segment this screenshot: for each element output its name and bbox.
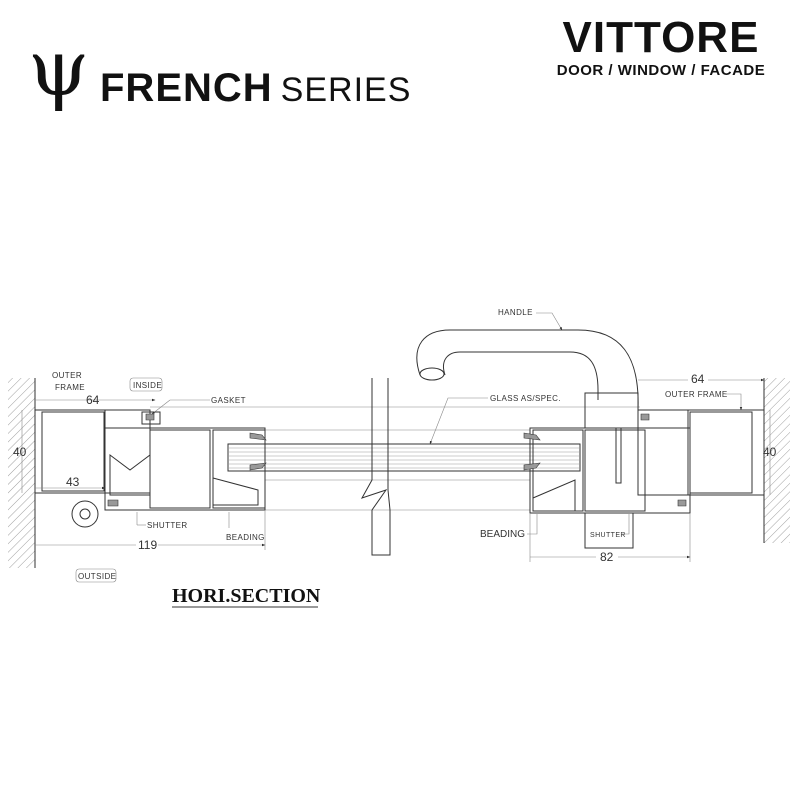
- dim-left-inner: 43: [66, 475, 80, 489]
- label-inside: INSIDE: [133, 381, 162, 390]
- label-outer-frame-right: OUTER FRAME: [665, 390, 728, 399]
- label-handle: HANDLE: [498, 308, 533, 317]
- door-handle: [416, 329, 639, 429]
- dim-left-height: 40: [13, 445, 27, 459]
- left-wall-hatch: [8, 378, 35, 568]
- brand-psi-logo: ψ: [28, 24, 90, 114]
- left-shutter-profile: [71, 427, 267, 528]
- label-gasket: GASKET: [211, 396, 246, 405]
- label-glass: GLASS AS/SPEC.: [490, 394, 561, 403]
- dim-left-total: 119: [138, 538, 157, 552]
- brand-name: VITTORE: [562, 13, 760, 62]
- label-beading-right: BEADING: [480, 529, 525, 540]
- label-outer-frame-1: OUTER: [52, 371, 82, 380]
- label-shutter-right: SHUTTER: [590, 532, 626, 539]
- right-outer-frame: [637, 409, 765, 507]
- break-line: [360, 378, 391, 556]
- left-outer-frame: [34, 409, 161, 494]
- left-dimensions: 64 40 43 119: [13, 393, 266, 552]
- label-outside: OUTSIDE: [78, 572, 116, 581]
- right-wall-hatch: [764, 378, 790, 543]
- dim-left-width: 64: [86, 393, 100, 407]
- series-suffix: SERIES: [280, 71, 412, 109]
- right-shutter-profile: [523, 427, 691, 549]
- right-dimensions: 64 40 82: [529, 372, 777, 564]
- brand-tagline: DOOR / WINDOW / FACADE: [556, 62, 766, 79]
- label-beading-left: BEADING: [226, 533, 265, 542]
- section-title: HORI.SECTION: [172, 585, 321, 607]
- gasket-seal: [145, 413, 155, 421]
- dim-right-width: 64: [691, 372, 705, 386]
- vittore-logo: VITTORE DOOR / WINDOW / FACADE: [545, 13, 777, 80]
- dim-right-total: 82: [600, 550, 614, 564]
- series-name: FRENCH: [100, 66, 273, 110]
- dim-right-height: 40: [763, 445, 777, 459]
- glass-pane: [150, 406, 640, 511]
- label-outer-frame-2: FRAME: [55, 383, 85, 392]
- label-shutter-left: SHUTTER: [147, 521, 188, 530]
